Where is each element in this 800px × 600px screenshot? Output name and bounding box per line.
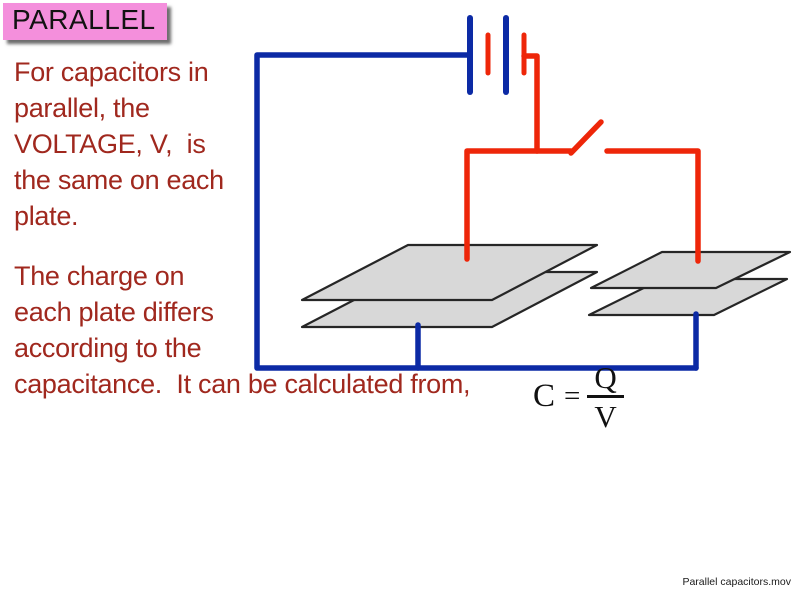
red-wire xyxy=(464,53,701,264)
blue-wire-main xyxy=(254,52,699,371)
paragraph-charge: The charge on each plate differs accordi… xyxy=(14,261,471,399)
red-wire-right-branch xyxy=(604,148,701,264)
capacitance-formula: C = Q V xyxy=(533,362,624,432)
red-wire-left-branch xyxy=(464,148,574,262)
formula-fraction: Q V xyxy=(587,360,624,434)
switch-icon xyxy=(568,119,604,156)
capacitor-left-top-plate xyxy=(300,243,599,302)
capacitor-right-bottom-plate xyxy=(587,277,789,317)
battery-icon xyxy=(467,15,527,95)
formula-denominator: V xyxy=(594,398,617,434)
capacitor-right-top-plate xyxy=(589,250,792,290)
capacitor-left-icon xyxy=(300,243,599,329)
slide-title: PARALLEL xyxy=(3,3,167,40)
formula-lhs: C xyxy=(533,378,556,415)
blue-wire xyxy=(254,52,699,371)
movie-filename: Parallel capacitors.mov xyxy=(682,576,791,588)
formula-equals: = xyxy=(564,380,581,413)
paragraph-voltage: For capacitors in parallel, the VOLTAGE,… xyxy=(14,57,224,231)
red-wire-battery-lead xyxy=(521,53,540,154)
fraction-bar xyxy=(587,395,624,398)
formula-numerator: Q xyxy=(594,360,617,395)
capacitor-right-icon xyxy=(587,250,792,317)
